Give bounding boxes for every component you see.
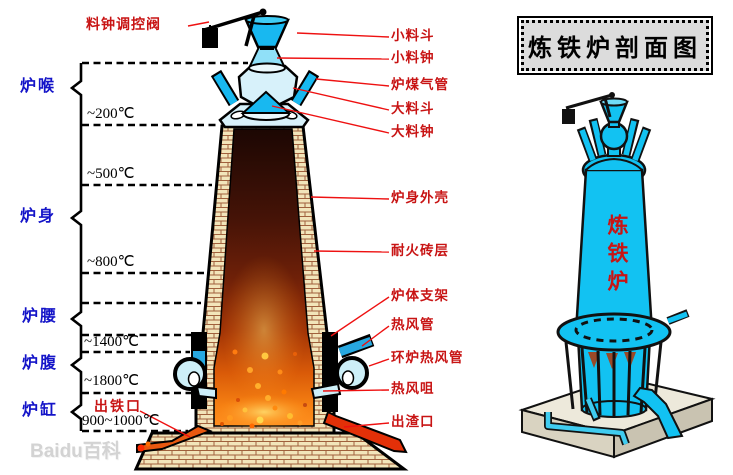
label-slag-hole: 出渣口	[391, 414, 435, 429]
label-small-bell: 小料钟	[391, 50, 435, 65]
label-bell-control-valve: 料钟调控阀	[86, 16, 161, 32]
zone-label-shaft: 炉身	[20, 208, 57, 225]
label-firebrick: 耐火砖层	[391, 243, 449, 258]
zone-brace	[69, 63, 83, 431]
label-tap-hole: 出铁口	[94, 398, 142, 414]
zone-label-hearth: 炉缸	[22, 402, 59, 419]
zone-boundary-dashes	[82, 61, 248, 433]
model-legs	[564, 341, 663, 416]
tuyere-nozzle-left	[195, 385, 217, 400]
temp-500: ~500℃	[87, 166, 135, 182]
diagram-title: 炼铁炉剖面图	[521, 20, 709, 71]
label-tap-hole-temp: 900~1000℃	[82, 413, 160, 429]
furnace-3d-model	[518, 92, 716, 459]
label-tuyere: 热风咀	[391, 381, 435, 396]
bell-control-valve	[202, 8, 267, 48]
model-slag-runner	[632, 386, 684, 440]
temp-200: ~200℃	[87, 106, 135, 122]
zone-label-throat: 炉喉	[20, 78, 57, 95]
label-small-hopper: 小料斗	[391, 28, 435, 43]
slag-runner	[322, 410, 408, 454]
zone-label-waist: 炉腰	[22, 308, 59, 325]
molten-speckles	[220, 349, 307, 429]
temp-800: ~800℃	[87, 254, 135, 270]
model-lever	[562, 92, 615, 124]
watermark: Baidu百科	[30, 441, 121, 462]
title-box: 炼铁炉剖面图	[517, 16, 713, 75]
label-gas-pipe: 炉煤气管	[391, 77, 449, 92]
iron-runner	[136, 424, 213, 454]
label-support: 炉体支架	[391, 288, 449, 303]
label-bustle-pipe: 环炉热风管	[391, 350, 464, 365]
small-bell-seat	[248, 62, 286, 74]
temp-1400: ~1400℃	[84, 334, 139, 350]
counterweight	[202, 28, 218, 48]
leader-lines	[139, 21, 390, 438]
label-large-hopper: 大料斗	[391, 101, 435, 116]
label-hot-blast-pipe: 热风管	[391, 317, 435, 332]
tuyere-left	[173, 349, 217, 400]
gas-pipes	[210, 69, 320, 107]
label-large-bell: 大料钟	[391, 124, 435, 139]
model-uptake-pipes	[576, 117, 652, 162]
label-shell: 炉身外壳	[391, 190, 449, 205]
furnace-cross-section	[133, 8, 409, 471]
model-ground-pipe	[544, 397, 630, 446]
model-label: 炼铁炉	[605, 214, 628, 298]
zone-label-bosh: 炉腹	[22, 355, 59, 372]
temp-1800: ~1800℃	[84, 373, 139, 389]
